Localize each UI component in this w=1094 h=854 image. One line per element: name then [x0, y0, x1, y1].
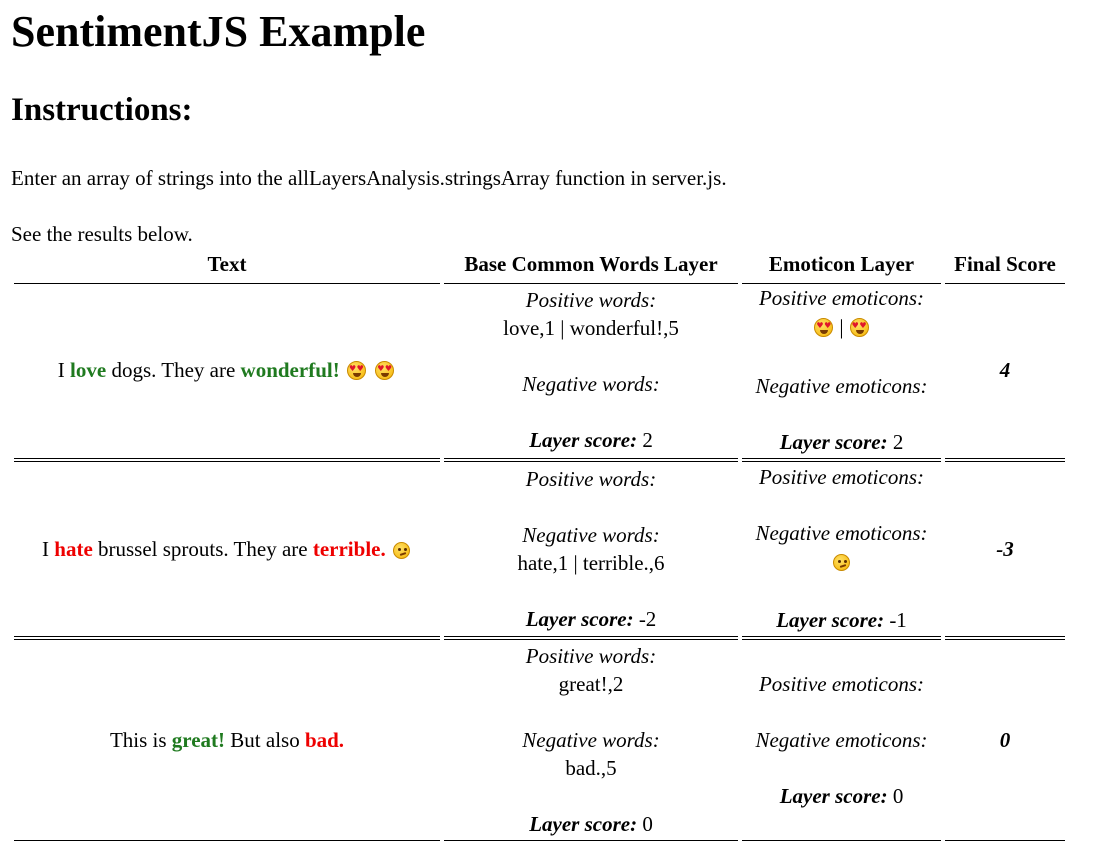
smirk-emoji-icon [833, 554, 850, 571]
positive-emoticons-label: Positive emoticons: [758, 672, 925, 696]
heart-eyes-emoji-icon [375, 361, 395, 380]
row-divider [14, 840, 440, 841]
header-divider [444, 283, 738, 284]
row-divider [945, 458, 1065, 462]
header-final-score: Final Score [954, 252, 1056, 276]
words-layer-cell: Positive words: Negative words: hate,1 |… [444, 467, 738, 632]
positive-word: wonderful! [240, 358, 340, 382]
instructions-text: Enter an array of strings into the allLa… [11, 166, 727, 190]
row-divider [742, 636, 941, 640]
negative-word: bad. [304, 728, 345, 752]
page-title: SentimentJS Example [11, 7, 426, 56]
layer-score-label: Layer score: [779, 784, 888, 808]
final-score: -3 [996, 537, 1014, 561]
results-text: See the results below. [11, 222, 193, 246]
layer-score-value: 0 [642, 812, 653, 836]
negative-emoticons-label: Negative emoticons: [755, 521, 928, 545]
layer-score-value: 2 [892, 430, 904, 454]
row-divider [742, 458, 941, 462]
row-divider [742, 840, 941, 841]
layer-score-label: Layer score: [525, 607, 634, 631]
negative-word: hate [54, 537, 93, 561]
instructions-heading: Instructions: [11, 92, 193, 128]
row-divider [14, 458, 440, 462]
negative-emoticons-value [742, 549, 941, 608]
emoticon-layer-cell: Positive emoticons: | Negative emoticons… [742, 286, 941, 455]
negative-words-label: Negative words: [522, 372, 660, 396]
positive-words-value: great!,2 [558, 672, 624, 696]
heart-eyes-emoji-icon [849, 318, 869, 337]
negative-emoticons-label: Negative emoticons: [755, 728, 928, 752]
header-base-words-layer: Base Common Words Layer [464, 252, 718, 276]
negative-emoticons-label: Negative emoticons: [755, 374, 928, 398]
smirk-emoji-icon [392, 542, 410, 559]
layer-score-label: Layer score: [529, 428, 638, 452]
negative-words-value [444, 400, 738, 428]
words-layer-cell: Positive words: great!,2 Negative words:… [444, 644, 738, 837]
positive-words-label: Positive words: [525, 467, 657, 491]
header-emoticon-layer: Emoticon Layer [768, 252, 915, 276]
final-score: 0 [999, 728, 1011, 752]
negative-words-label: Negative words: [522, 523, 660, 547]
row-divider [444, 840, 738, 841]
layer-score-label: Layer score: [779, 430, 888, 454]
layer-score-value: 2 [642, 428, 653, 452]
emoticon-layer-cell: Positive emoticons: Negative emoticons: … [742, 672, 941, 809]
heart-eyes-emoji-icon [814, 318, 834, 337]
positive-words-label: Positive words: [525, 288, 657, 312]
positive-word: great! [171, 728, 226, 752]
table-row-text: This is great! But also bad. [109, 728, 345, 752]
layer-score-value: -1 [889, 608, 907, 632]
header-divider [14, 283, 440, 284]
negative-words-value: bad.,5 [565, 756, 617, 780]
words-layer-cell: Positive words: love,1 | wonderful!,5 Ne… [444, 288, 738, 453]
layer-score-label: Layer score: [776, 608, 885, 632]
row-divider [14, 636, 440, 640]
row-divider [444, 458, 738, 462]
emoticon-layer-cell: Positive emoticons: Negative emoticons: … [742, 465, 941, 633]
positive-word: love [70, 358, 107, 382]
negative-word: terrible. [312, 537, 386, 561]
positive-emoticons-label: Positive emoticons: [758, 465, 925, 489]
table-row-text: I love dogs. They are wonderful! [14, 358, 440, 383]
row-divider [945, 840, 1065, 841]
header-text: Text [207, 252, 247, 276]
row-divider [945, 636, 1065, 640]
layer-score-value: 0 [892, 784, 904, 808]
header-divider [742, 283, 941, 284]
table-row-text: I hate brussel sprouts. They are terribl… [14, 537, 440, 562]
layer-score-label: Layer score: [529, 812, 638, 836]
negative-words-value: hate,1 | terrible.,6 [517, 551, 665, 575]
final-score: 4 [999, 358, 1011, 382]
positive-emoticons-value: | [742, 315, 941, 374]
negative-words-label: Negative words: [522, 728, 660, 752]
heart-eyes-emoji-icon [346, 361, 366, 380]
positive-words-label: Positive words: [525, 644, 657, 668]
positive-emoticons-label: Positive emoticons: [758, 286, 925, 310]
header-divider [945, 283, 1065, 284]
positive-words-value: love,1 | wonderful!,5 [503, 316, 679, 340]
row-divider [444, 636, 738, 640]
layer-score-value: -2 [638, 607, 657, 631]
